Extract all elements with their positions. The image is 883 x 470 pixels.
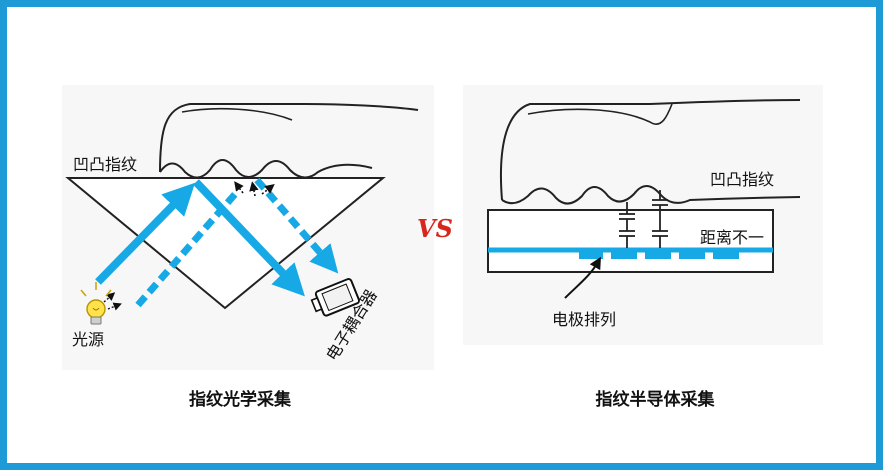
scattered-reflected-beam-dashed xyxy=(254,177,339,274)
semiconductor-caption: 指纹半导体采集 xyxy=(596,389,716,410)
optical-finger-outline xyxy=(159,103,419,173)
semiconductor-fingernail xyxy=(527,103,673,125)
capacitor-symbols xyxy=(619,190,668,248)
optical-panel: 凹凸指纹 光源 电子耦合器 指纹光学采集 xyxy=(62,85,434,410)
optical-caption: 指纹光学采集 xyxy=(189,389,292,410)
optical-ridge-label: 凹凸指纹 xyxy=(73,155,137,174)
optical-fingernail xyxy=(181,107,293,121)
reflected-beam xyxy=(193,179,305,297)
prism-triangle xyxy=(65,177,386,310)
semiconductor-ridge-label: 凹凸指纹 xyxy=(710,170,774,189)
scattered-beam-dashed xyxy=(135,190,239,308)
electrode-label: 电极排列 xyxy=(552,310,616,329)
distance-label: 距离不一 xyxy=(700,228,764,247)
incident-beam xyxy=(95,182,196,285)
sensor-plate xyxy=(487,209,774,273)
semiconductor-panel: 凹凸指纹 距离不一 电极排列 指纹半导体采集 xyxy=(463,85,823,410)
semiconductor-finger-ridges xyxy=(501,185,801,205)
light-source-label: 光源 xyxy=(72,330,104,349)
scatter-arrows xyxy=(103,181,275,311)
lightbulb-icon xyxy=(80,282,112,325)
electrode-pointer-arrow xyxy=(564,256,601,299)
ccd-sensor-icon xyxy=(310,278,361,317)
semiconductor-finger-outline xyxy=(499,99,801,201)
electrode-pads xyxy=(579,251,739,259)
vs-label: VS xyxy=(417,214,453,243)
